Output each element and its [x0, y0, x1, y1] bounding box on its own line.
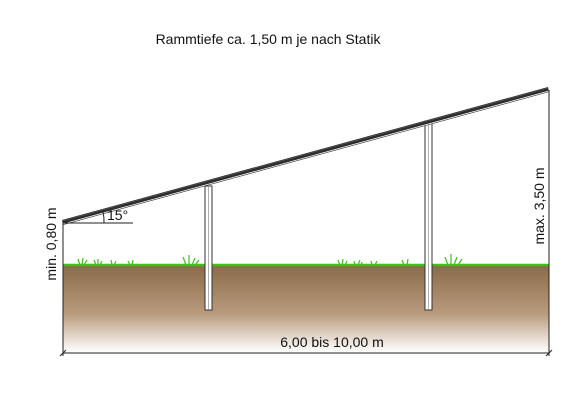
- span-tick-left: [59, 349, 67, 357]
- diagram-title: Rammtiefe ca. 1,50 m je nach Statik: [156, 31, 382, 47]
- max-height-label: max. 3,50 m: [531, 167, 547, 244]
- pile-right: [424, 120, 433, 311]
- grass-tufts: [77, 254, 463, 266]
- pile-left: [204, 185, 213, 311]
- solar-panel-beam: [61, 87, 550, 225]
- span-tick-right: [545, 349, 553, 357]
- min-height-label: min. 0,80 m: [43, 207, 59, 280]
- angle-label: 15°: [107, 207, 128, 223]
- span-label: 6,00 bis 10,00 m: [280, 334, 384, 350]
- soil-area: [63, 266, 549, 352]
- angle-arc: [102, 211, 105, 224]
